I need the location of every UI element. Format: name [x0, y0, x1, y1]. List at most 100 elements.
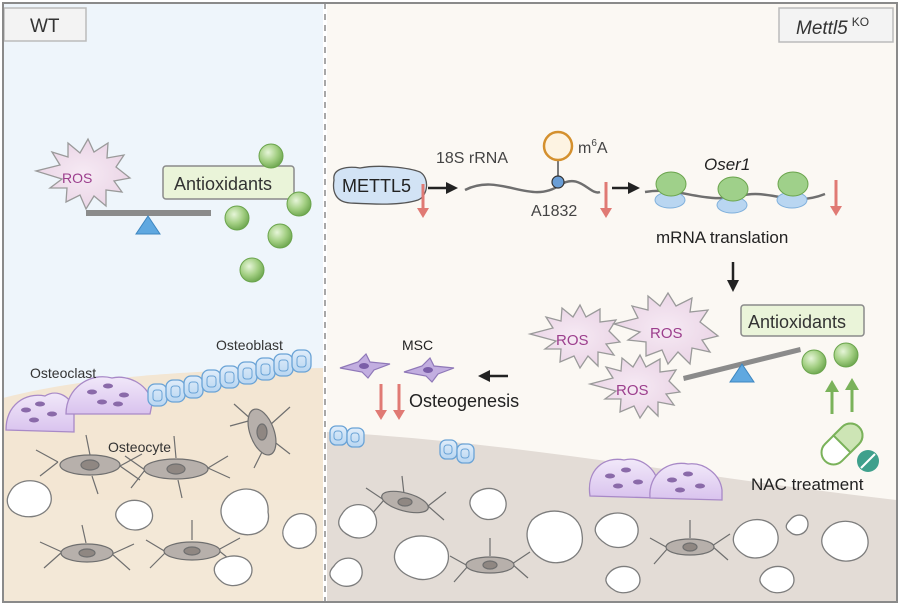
bone-cavity: [759, 565, 795, 594]
bone-cavity: [338, 504, 378, 539]
ko-antioxidants-label: Antioxidants: [748, 312, 846, 332]
ros-star: ROS: [611, 291, 720, 366]
translation-label: mRNA translation: [656, 228, 788, 247]
wt-ros-star: [33, 137, 132, 211]
osteoblast-cell: [346, 427, 365, 448]
wt-antioxidant-spheres: [224, 143, 312, 283]
osteocyte-cell: [365, 475, 447, 521]
mettl5-protein: [332, 165, 428, 205]
ko-bone-cavities: [329, 487, 869, 594]
antioxidant-sphere: [833, 342, 859, 368]
bone-cavity: [115, 499, 154, 531]
osteoblast-cell: [183, 375, 204, 399]
mettl5-down-arrow: [417, 184, 429, 218]
bone-cavity: [329, 557, 363, 587]
antioxidant-sphere: [801, 349, 827, 375]
osteoblast-cell: [456, 443, 475, 464]
arrow-mettl5-to-rrna: [428, 182, 458, 194]
osteocyte-cell: [39, 524, 135, 571]
ko-antioxidant-spheres: [801, 342, 859, 375]
osteogenesis-down-arrows: [375, 384, 405, 420]
osteocyte-cell: [649, 520, 731, 565]
wt-osteoblast-label: Osteoblast: [216, 337, 283, 353]
osteoclast-cell: [588, 458, 659, 499]
rrna-strand: [464, 179, 601, 194]
antioxidant-sphere: [224, 205, 250, 231]
wt-panel: WT ROS Antioxidants Osteoclast: [3, 3, 323, 602]
rrna-label: 18S rRNA: [436, 150, 508, 167]
osteoblast-cell: [165, 379, 186, 403]
osteoblast-cell: [219, 365, 240, 389]
osteoblast-cell: [439, 439, 458, 460]
bone-cavity: [6, 480, 52, 518]
osteoblast-cell: [237, 361, 258, 385]
bone-cavity: [282, 513, 317, 549]
ko-antioxidants-box: [740, 304, 865, 337]
wt-tag: WT: [30, 16, 60, 37]
wt-seesaw-fulcrum: [135, 215, 161, 235]
wt-osteoclasts: [5, 376, 153, 433]
a1832-site: [551, 175, 565, 189]
bone-cavity: [605, 565, 641, 594]
osteoblast-cell: [291, 349, 312, 373]
osteoclast-nuclei: [605, 467, 705, 493]
ribosome: [654, 171, 687, 209]
wt-ros-label: ROS: [62, 170, 92, 186]
arrow-rrna-to-translation: [612, 182, 640, 194]
msc-cell: [403, 356, 455, 383]
ribosomes: [654, 171, 809, 214]
msc-cell: [339, 352, 391, 379]
nac-label: NAC treatment: [751, 475, 864, 494]
osteoblast-nuclei: [152, 355, 307, 402]
wt-seesaw-beam: [86, 210, 211, 216]
wt-osteocyte-label: Osteocyte: [108, 439, 171, 455]
wt-antioxidants-box: [162, 165, 295, 200]
ko-osteoclasts: [588, 458, 723, 501]
m6a-label: m6A: [578, 138, 608, 157]
osteocyte-cell: [229, 403, 291, 469]
ko-osteoblast-nuclei: [333, 430, 470, 459]
ko-seesaw-fulcrum: [729, 363, 755, 383]
arrow-balance-to-msc: [478, 370, 508, 382]
osteoblast-cell: [329, 425, 348, 446]
ros-star: ROS: [527, 303, 622, 370]
ko-tag-box: [778, 7, 894, 43]
bone-cavity: [526, 510, 583, 564]
osteoblast-cell: [273, 353, 294, 377]
svg-text:ROS: ROS: [616, 382, 649, 399]
ko-ros-stars: ROS ROS ROS: [527, 291, 720, 420]
msc-label: MSC: [402, 337, 433, 353]
osteoblast-cell: [255, 357, 276, 381]
antioxidant-sphere: [239, 257, 265, 283]
antioxidant-sphere: [286, 191, 312, 217]
ribosome: [716, 176, 749, 214]
msc-cells: [339, 352, 455, 383]
nac-pill-icon: [820, 422, 879, 472]
arrow-translation-to-balance: [727, 262, 739, 292]
osteoblast-cell: [201, 369, 222, 393]
bone-cavity: [220, 488, 270, 536]
osteocyte-cell: [145, 520, 241, 569]
wt-osteocytes: [35, 403, 291, 571]
ros-star: ROS: [587, 353, 682, 420]
osteogenesis-label: Osteogenesis: [409, 391, 519, 411]
osteocyte-cell: [449, 538, 531, 583]
wt-tag-box: [3, 7, 87, 42]
ko-osteocytes: [365, 475, 731, 583]
osteoblast-cell: [147, 383, 168, 407]
wt-bone-cavities: [6, 480, 317, 587]
antioxidant-sphere: [267, 223, 293, 249]
wt-bone-shade: [3, 500, 323, 602]
translation-down-arrow: [830, 180, 842, 216]
mettl5-label: METTL5: [342, 176, 411, 196]
bone-cavity: [785, 514, 809, 536]
bone-cavity: [469, 487, 507, 521]
ko-osteoblasts: [329, 425, 475, 464]
osteoclast-nuclei: [21, 383, 129, 423]
bone-cavity: [821, 520, 869, 562]
wt-antioxidants-label: Antioxidants: [174, 174, 272, 194]
